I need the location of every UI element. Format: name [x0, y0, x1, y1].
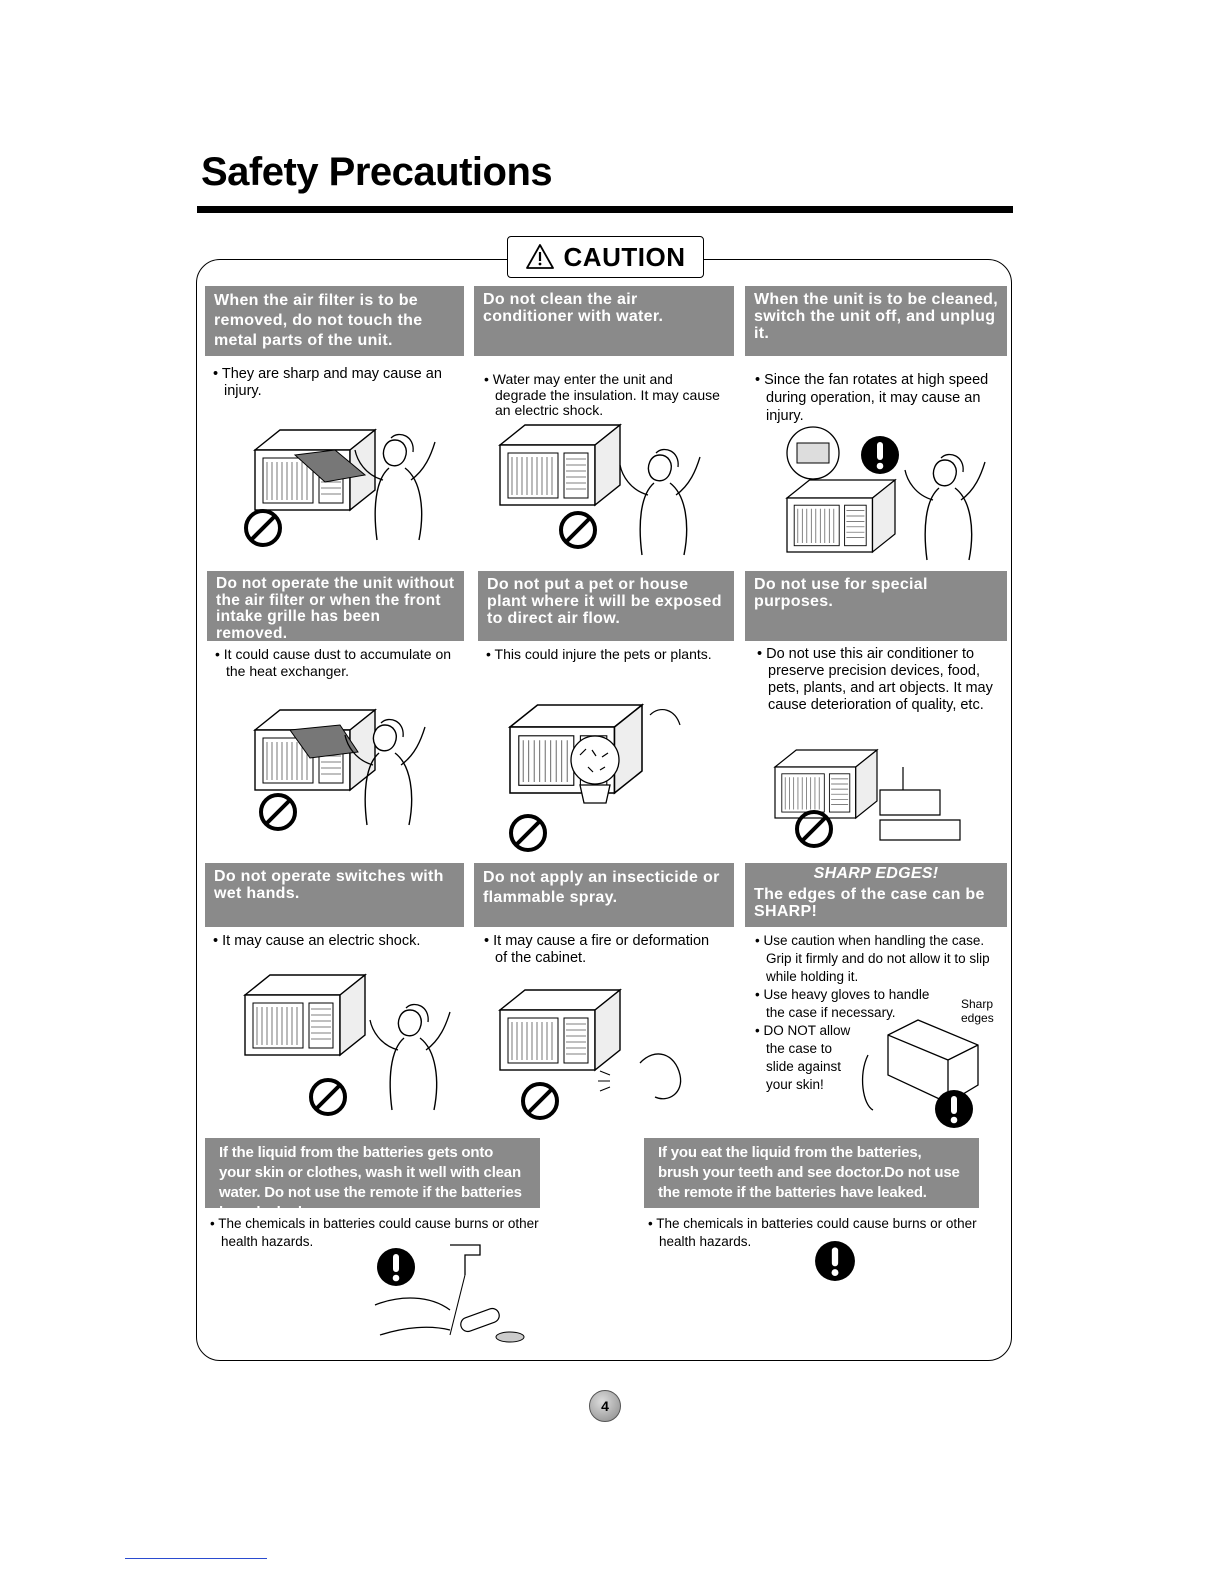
spray-illustration: [499, 989, 682, 1120]
cell-6-body: • Do not use this air conditioner to pre…: [757, 646, 1005, 714]
water-cleaning-illustration: [499, 424, 701, 556]
page-title: Safety Precautions: [201, 150, 553, 194]
special-purpose-illustration: [774, 749, 961, 848]
cell-3-body: • Since the fan rotates at high speed du…: [755, 371, 1000, 425]
cell-8-line-1: • It may cause a fire or deformation of …: [484, 933, 710, 966]
cell-9-header-title: SHARP EDGES!: [813, 865, 939, 882]
filter-removal-illustration: [244, 429, 436, 547]
cell-6-line-1: • Do not use this air conditioner to pre…: [757, 646, 993, 713]
cell-1-body: • They are sharp and may cause an injury…: [213, 366, 453, 400]
page-number: 4: [589, 1390, 621, 1422]
cell-10-line-1: • The chemicals in batteries could cause…: [210, 1216, 539, 1249]
cell-10-header: If the liquid from the batteries gets on…: [205, 1138, 540, 1221]
cell-5-line-1: • This could injure the pets or plants.: [486, 646, 712, 662]
mandatory-exclamation-icon: [815, 1241, 855, 1281]
cell-3-line-1: • Since the fan rotates at high speed du…: [755, 372, 989, 424]
cell-3-header: When the unit is to be cleaned, switch t…: [745, 286, 1007, 356]
cell-11-body: • The chemicals in batteries could cause…: [648, 1215, 978, 1251]
cell-9-body: • Use caution when handling the case. Gr…: [755, 932, 1003, 1094]
unplug-illustration: [786, 426, 986, 561]
no-filter-illustration: [254, 709, 426, 831]
cell-6-header: Do not use for special purposes.: [745, 571, 1007, 641]
sharp-edges-illustration: [861, 1019, 979, 1128]
cell-2-body: • Water may enter the unit and degrade t…: [484, 371, 724, 419]
cell-9-line-3: • DO NOT allow the case to slide against…: [755, 1023, 851, 1092]
cell-7-line-1: • It may cause an electric shock.: [213, 933, 421, 949]
wash-hands-illustration: [374, 1244, 525, 1343]
cell-10-body: • The chemicals in batteries could cause…: [210, 1215, 540, 1251]
cell-2-line-1: • Water may enter the unit and degrade t…: [484, 371, 720, 418]
cell-9-header: SHARP EDGES! The edges of the case can b…: [745, 863, 1007, 927]
cell-9-header-text: The edges of the case can be SHARP!: [754, 886, 985, 920]
cell-4-line-1: • It could cause dust to accumulate on t…: [215, 646, 452, 679]
cell-2-header: Do not clean the air conditioner with wa…: [474, 286, 734, 356]
cell-8-header: Do not apply an insecticide or flammable…: [474, 863, 734, 927]
cell-5-header: Do not put a pet or house plant where it…: [478, 571, 734, 641]
cell-1-line-1: • They are sharp and may cause an injury…: [213, 366, 442, 399]
caution-banner: CAUTION: [507, 236, 704, 278]
cell-7-body: • It may cause an electric shock.: [213, 933, 453, 950]
cell-1-header: When the air filter is to be removed, do…: [205, 286, 464, 356]
cell-9-line-2: • Use heavy gloves to handle the case if…: [755, 987, 930, 1020]
warning-triangle-icon: [525, 244, 554, 269]
cell-9-line-1: • Use caution when handling the case. Gr…: [755, 933, 990, 984]
caution-label: CAUTION: [563, 241, 686, 272]
sharp-edges-callout: Sharp edges: [961, 997, 994, 1025]
cell-4-body: • It could cause dust to accumulate on t…: [215, 646, 455, 680]
cell-5-body: • This could injure the pets or plants.: [486, 646, 726, 663]
pet-plant-illustration: [509, 704, 681, 852]
cell-8-body: • It may cause a fire or deformation of …: [484, 933, 724, 967]
cell-11-line-1: • The chemicals in batteries could cause…: [648, 1216, 977, 1249]
cell-4-header: Do not operate the unit without the air …: [207, 571, 464, 641]
footer-link-underline: [125, 1558, 267, 1559]
wet-hands-illustration: [244, 974, 451, 1116]
cell-11-header: If you eat the liquid from the batteries…: [644, 1138, 979, 1208]
title-rule: [197, 206, 1013, 213]
cell-7-header: Do not operate switches with wet hands.: [205, 863, 464, 927]
